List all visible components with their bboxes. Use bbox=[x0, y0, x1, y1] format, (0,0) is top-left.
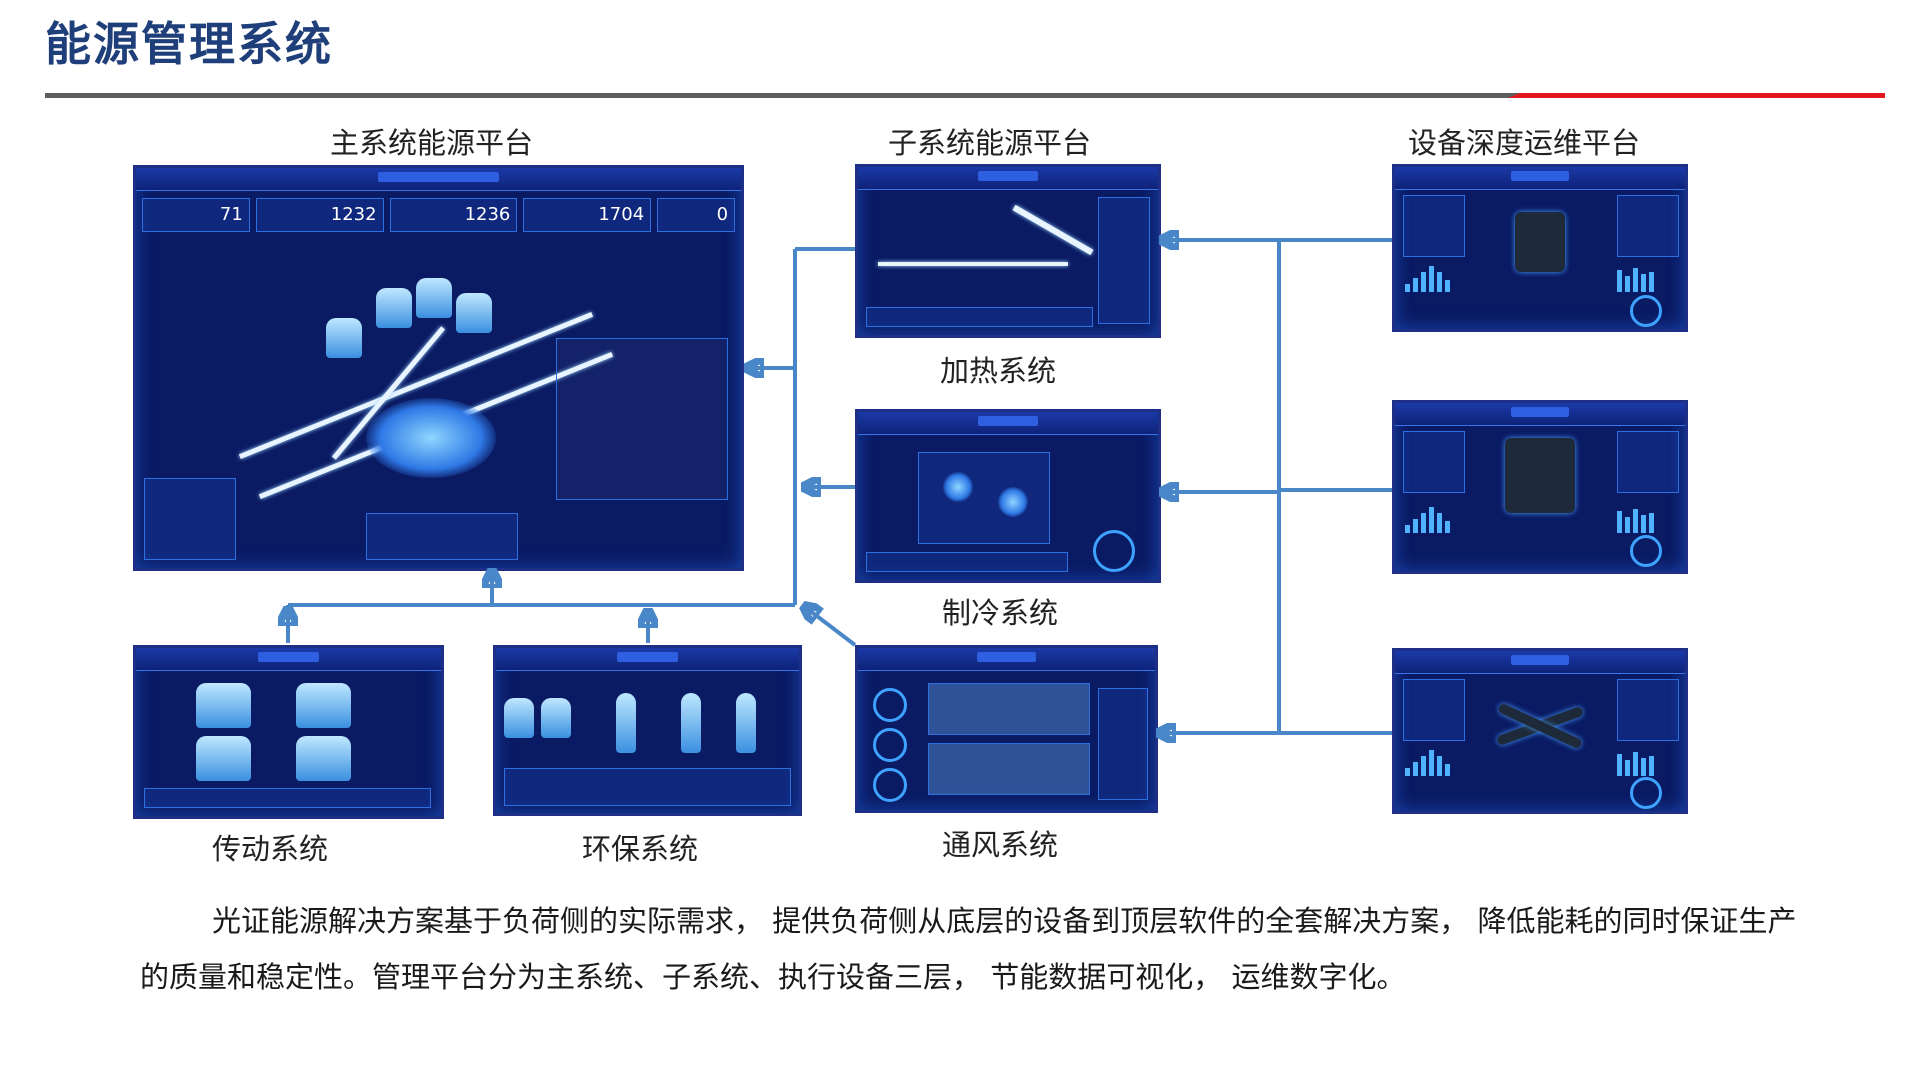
device-model bbox=[1505, 438, 1575, 513]
motor bbox=[296, 683, 351, 728]
motor bbox=[196, 736, 251, 781]
water-tank bbox=[366, 398, 496, 478]
gauge bbox=[1630, 295, 1662, 327]
header-rule-accent bbox=[1508, 93, 1885, 98]
label-environmental: 环保系统 bbox=[582, 832, 699, 866]
bar-mini bbox=[1617, 503, 1654, 533]
unit bbox=[416, 278, 452, 318]
legend-box bbox=[366, 513, 518, 560]
screen-header bbox=[858, 412, 1158, 435]
building-model bbox=[928, 683, 1090, 735]
label-cooling: 制冷系统 bbox=[942, 596, 1059, 630]
stat-5: 0 bbox=[657, 198, 736, 232]
label-heating: 加热系统 bbox=[940, 354, 1057, 388]
screen-header bbox=[1395, 403, 1685, 426]
data-panel bbox=[1098, 688, 1148, 800]
bar-mini bbox=[1405, 262, 1450, 292]
stat-1: 71 bbox=[142, 198, 250, 232]
building-model bbox=[928, 743, 1090, 795]
data-panel bbox=[1617, 431, 1679, 493]
fan-icon bbox=[873, 688, 907, 722]
unit bbox=[943, 472, 973, 502]
heating-screen bbox=[855, 164, 1161, 338]
data-panel bbox=[1403, 195, 1465, 257]
flow-diagram bbox=[918, 452, 1050, 544]
gauge bbox=[1630, 535, 1662, 567]
unit bbox=[616, 693, 636, 753]
unit bbox=[681, 693, 701, 753]
trend-strip bbox=[144, 788, 431, 808]
description-paragraph: 光证能源解决方案基于负荷侧的实际需求， 提供负荷侧从底层的设备到顶层软件的全套解… bbox=[140, 904, 1797, 994]
screen-header bbox=[136, 648, 441, 671]
unit bbox=[376, 288, 412, 328]
status-strip bbox=[866, 552, 1068, 572]
side-menu bbox=[144, 478, 236, 560]
workshop-area bbox=[556, 338, 728, 500]
data-panel bbox=[1617, 679, 1679, 741]
ventilation-screen bbox=[855, 645, 1158, 813]
unit bbox=[998, 487, 1028, 517]
unit bbox=[326, 318, 362, 358]
environmental-screen bbox=[493, 645, 802, 816]
stat-4: 1704 bbox=[523, 198, 652, 232]
data-panel bbox=[1403, 679, 1465, 741]
stat-2: 1232 bbox=[255, 198, 384, 232]
pipe-line bbox=[1012, 204, 1094, 256]
bar-mini bbox=[1617, 262, 1654, 292]
label-sub-platform: 子系统能源平台 bbox=[888, 126, 1092, 160]
gauge bbox=[1630, 777, 1662, 809]
header-rule bbox=[45, 93, 1520, 98]
stats-row: 71 1232 1236 1704 0 bbox=[142, 198, 736, 232]
screen-header bbox=[496, 648, 799, 671]
device-screen-1 bbox=[1392, 164, 1688, 332]
main-platform-screen: 71 1232 1236 1704 0 bbox=[133, 165, 744, 571]
unit bbox=[456, 293, 492, 333]
fan-icon bbox=[873, 728, 907, 762]
bar-mini bbox=[1405, 746, 1450, 776]
device-screen-2 bbox=[1392, 400, 1688, 574]
data-panel bbox=[1098, 197, 1150, 324]
stat-3: 1236 bbox=[389, 198, 518, 232]
screen-header bbox=[1395, 167, 1685, 190]
label-device-platform: 设备深度运维平台 bbox=[1408, 126, 1641, 160]
device-screen-3 bbox=[1392, 648, 1688, 814]
label-transmission: 传动系统 bbox=[212, 832, 329, 866]
pipe-line bbox=[878, 262, 1068, 266]
screen-header bbox=[1395, 651, 1685, 674]
status-strip bbox=[866, 307, 1093, 327]
bar-mini bbox=[1405, 503, 1450, 533]
fan-icon bbox=[873, 768, 907, 802]
arrow-from-ventilation bbox=[805, 607, 857, 647]
unit bbox=[541, 698, 571, 738]
screen-header bbox=[858, 648, 1155, 671]
motor bbox=[296, 736, 351, 781]
bar-mini bbox=[1617, 746, 1654, 776]
trend-strip bbox=[504, 768, 791, 806]
label-ventilation: 通风系统 bbox=[942, 828, 1059, 862]
fan-gauge bbox=[1093, 530, 1135, 572]
transmission-screen bbox=[133, 645, 444, 819]
data-panel bbox=[1617, 195, 1679, 257]
cooling-screen bbox=[855, 409, 1161, 583]
motor bbox=[196, 683, 251, 728]
screen-header bbox=[858, 167, 1158, 190]
unit bbox=[736, 693, 756, 753]
device-model bbox=[1515, 212, 1565, 272]
page-title: 能源管理系统 bbox=[45, 17, 333, 71]
label-main-platform: 主系统能源平台 bbox=[330, 126, 534, 160]
data-panel bbox=[1403, 431, 1465, 493]
unit bbox=[504, 698, 534, 738]
screen-header bbox=[136, 168, 741, 191]
